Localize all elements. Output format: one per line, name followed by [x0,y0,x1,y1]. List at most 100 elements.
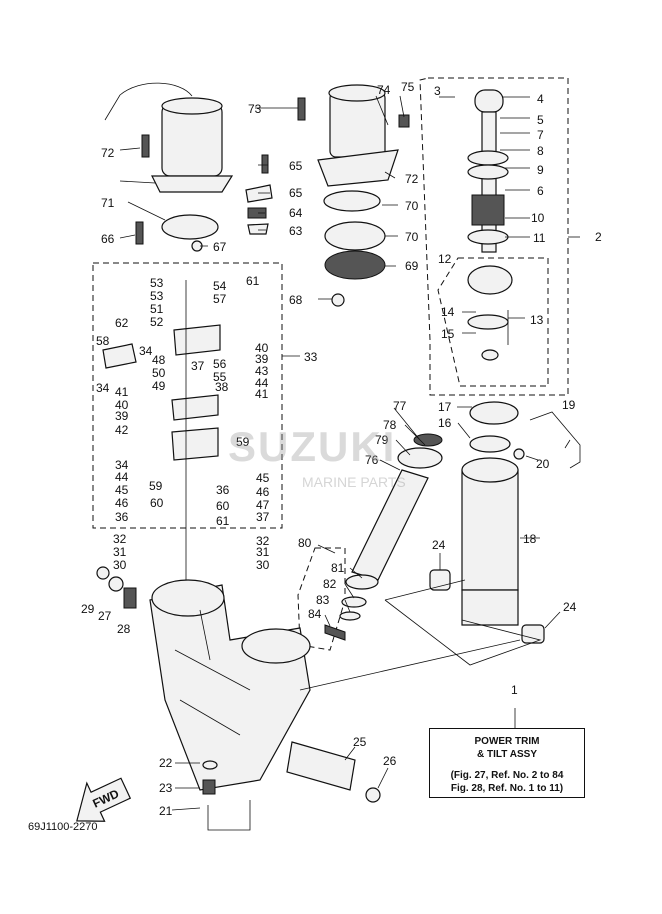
callout-26: 26 [383,754,397,768]
callout-8: 8 [537,144,544,158]
callout-52: 53 [150,289,164,303]
callout-42: 43 [255,364,269,378]
callout-78: 79 [375,433,389,447]
valve-parts-62-64 [245,154,273,235]
legend-ref-line1: (Fig. 27, Ref. No. 2 to 84 [450,770,564,781]
part-67 [331,293,345,307]
assembly-outlines [92,77,569,651]
housing-detail-lines [174,609,251,736]
bracket-57 [102,343,137,369]
callout-23: 23 [159,781,173,795]
bolt-72-right [297,97,306,121]
filter-68 [324,250,386,280]
callout-37-b: 38 [215,380,229,394]
callout-83: 84 [308,607,322,621]
cover-64 [245,184,273,203]
cylinder-mount-lines [384,579,542,666]
callout-31-left: 31 [113,545,127,559]
callout-75: 76 [365,453,379,467]
callout-53-right: 54 [213,279,227,293]
cylinder-eye [461,589,519,626]
callout-30-left: 30 [113,558,127,572]
callout-1: 1 [511,683,518,697]
legend-title-line1: POWER TRIM [474,736,540,747]
free-piston-12 [467,265,513,295]
callout-24-left: 24 [432,538,446,552]
callout-45-left: 45 [115,483,129,497]
callout-5: 5 [537,113,544,127]
callout-81: 82 [323,577,337,591]
callout-54: 55 [213,370,227,384]
callout-31-right: 31 [256,545,270,559]
callout-66: 67 [213,240,227,254]
piston-9 [467,164,509,180]
callout-25: 25 [353,735,367,749]
clip-26 [365,787,381,803]
assembly-33-outline [92,262,283,529]
callout-labels: 1 2 3 4 5 7 8 9 6 10 11 12 13 14 15 16 1… [81,80,602,818]
callout-53-left: 53 [150,276,164,290]
callout-28: 28 [117,622,131,636]
leaders-4-11 [500,96,530,238]
callout-40-a: 40 [255,341,269,355]
callout-64: 65 [289,186,303,200]
leaders-14-15 [462,311,476,334]
leaders-16-17 [457,406,472,439]
seal-77 [413,433,443,447]
trim-motor-left [104,82,234,252]
motor-flange-right [317,149,399,187]
ram-cap-78 [397,447,443,469]
leaders-25-26 [344,746,389,789]
callout-10: 10 [531,211,545,225]
housing-body [149,584,311,791]
callout-34-c: 34 [115,458,129,472]
callout-41-a: 41 [255,387,269,401]
diagram-code: 69J1100-2270 [28,821,98,833]
callout-38: 39 [115,409,129,423]
bolt-65-left [135,221,144,245]
fwd-arrow: FWD [76,777,132,822]
callout-74: 75 [401,80,415,94]
pipe-21 [207,800,251,831]
spring-63 [247,207,267,219]
housing-port-left [151,579,225,617]
pump-body-upper [173,324,221,356]
o-ring-16 [469,435,511,453]
leaders-24 [439,553,561,629]
pump-body-lower [171,427,219,461]
cylinder-top [461,457,519,483]
shaft-25 [286,741,356,791]
callout-44-right: 45 [256,471,270,485]
callout-70-left: 71 [101,196,115,210]
callout-40-b: 41 [115,385,129,399]
callout-37-a: 37 [191,359,205,373]
callout-3: 3 [434,84,441,98]
bolt-65-center [261,154,269,174]
callout-48: 49 [152,379,166,393]
trim-cylinder [384,401,581,666]
fitting-23 [202,779,216,795]
ram-piston-80 [345,574,379,590]
pump-body-middle [171,394,219,421]
bushing-24-right [521,624,545,644]
callout-59-left: 59 [149,479,163,493]
callout-29: 29 [81,602,95,616]
o-ring-27 [108,576,124,592]
housing-port-right [241,628,311,664]
callout-60-left: 60 [150,496,164,510]
leaders-21-23 [171,762,201,811]
callout-36-left: 36 [115,510,129,524]
callout-80: 81 [331,561,345,575]
o-ring-22 [202,760,218,770]
callout-34-b: 34 [96,381,110,395]
shaft-and-fittings [202,741,381,831]
tilt-cylinder-rod [467,89,513,361]
cap-17 [469,401,519,425]
callout-62: 63 [289,224,303,238]
callout-68: 69 [405,259,419,273]
callout-39-a: 39 [255,352,269,366]
motor-body-right [329,91,386,158]
piston-8 [467,150,509,166]
leaders-left-motor [119,147,208,247]
callout-69: 70 [405,230,419,244]
